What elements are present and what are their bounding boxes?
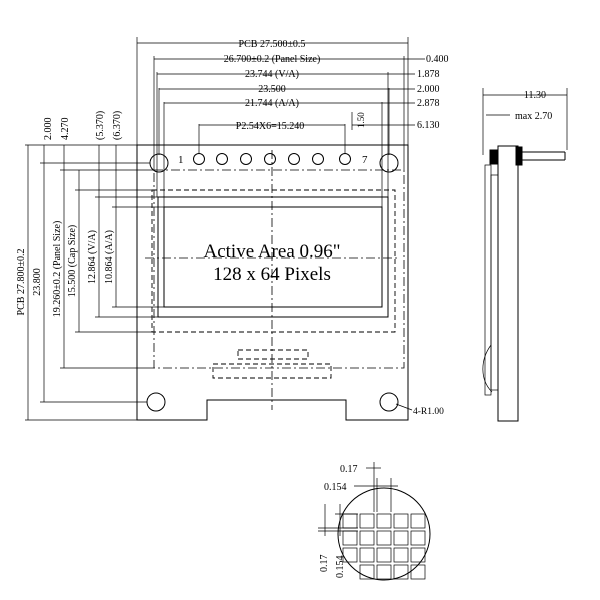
pin-label-last: 7: [362, 154, 368, 166]
dim-aa-width: 21.744 (A/A): [245, 98, 299, 109]
dim-2000-left: 2.000: [43, 118, 54, 141]
dim-150: 1.50: [356, 112, 366, 128]
dim-va-width: 23.744 (V/A): [245, 69, 299, 80]
detail-left-017: 0.17: [319, 555, 330, 573]
detail-top-0154: 0.154: [324, 482, 347, 493]
corner-radius-label: 4-R1.00: [413, 407, 444, 417]
viewing-area: [157, 196, 389, 318]
pin-label-first: 1: [178, 154, 184, 166]
panel-outline: [153, 169, 405, 369]
dim-pin-pitch: P2.54X6=15.240: [236, 121, 304, 132]
detail-circle: [337, 487, 431, 581]
resolution-label: 128 x 64 Pixels: [213, 264, 331, 285]
left-dimensions: 2.000 4.270 (5.370) (6.370) PCB 27.800±0…: [16, 111, 164, 421]
dim-pcb-height: PCB 27.800±0.2: [16, 249, 27, 316]
dim-panel-width: 26.700±0.2 (Panel Size): [224, 54, 321, 65]
cap-outline: [151, 189, 396, 333]
dim-1878: 1.878: [417, 69, 440, 80]
dim-6130: 6.130: [417, 120, 440, 131]
mount-hole-icon: [379, 392, 399, 412]
side-max-label: max 2.70: [515, 111, 552, 122]
dim-4270: 4.270: [60, 118, 71, 141]
dim-5370: (5.370): [95, 111, 106, 140]
fpc-connector: [237, 349, 309, 360]
active-area-title: Active Area 0.96": [203, 241, 340, 262]
right-dimensions: 0.400 1.878 2.000 2.878 6.130: [352, 54, 449, 131]
pixel-grid: [342, 513, 426, 580]
pcb-outline: [136, 144, 409, 421]
dim-pcb-width: PCB 27.500±0.5: [239, 39, 306, 50]
dim-2000-right: 2.000: [417, 84, 440, 95]
dim-aa-height: 10.864 (A/A): [104, 230, 115, 284]
mount-hole-icon: [149, 153, 169, 173]
mount-hole-icon: [379, 153, 399, 173]
dim-panel-height: 19.260±0.2 (Panel Size): [52, 221, 63, 318]
mount-hole-icon: [146, 392, 166, 412]
dim-23800: 23.800: [32, 268, 43, 296]
detail-left-0154: 0.154: [335, 556, 346, 579]
dim-23500: 23.500: [258, 84, 286, 95]
dim-cap-height: 15.500 (Cap Size): [67, 225, 78, 298]
dim-va-height: 12.864 (V/A): [87, 230, 98, 284]
dim-0400: 0.400: [426, 54, 449, 65]
pin-row: [193, 153, 351, 165]
detail-top-017: 0.17: [340, 464, 358, 475]
pixel-detail: 0.17 0.154 0.17 0.154: [318, 462, 431, 581]
front-view: 1 7 Active Area 0.96" 128 x 64 Pixels 4-…: [136, 144, 444, 421]
active-area: [163, 206, 383, 308]
side-view: 11.30 max 2.70: [482, 88, 568, 422]
top-dimensions: PCB 27.500±0.5 26.700±0.2 (Panel Size) 2…: [136, 37, 409, 207]
side-thickness-label: 11.30: [524, 90, 546, 101]
dim-6370: (6.370): [112, 111, 123, 140]
dim-2878: 2.878: [417, 98, 440, 109]
